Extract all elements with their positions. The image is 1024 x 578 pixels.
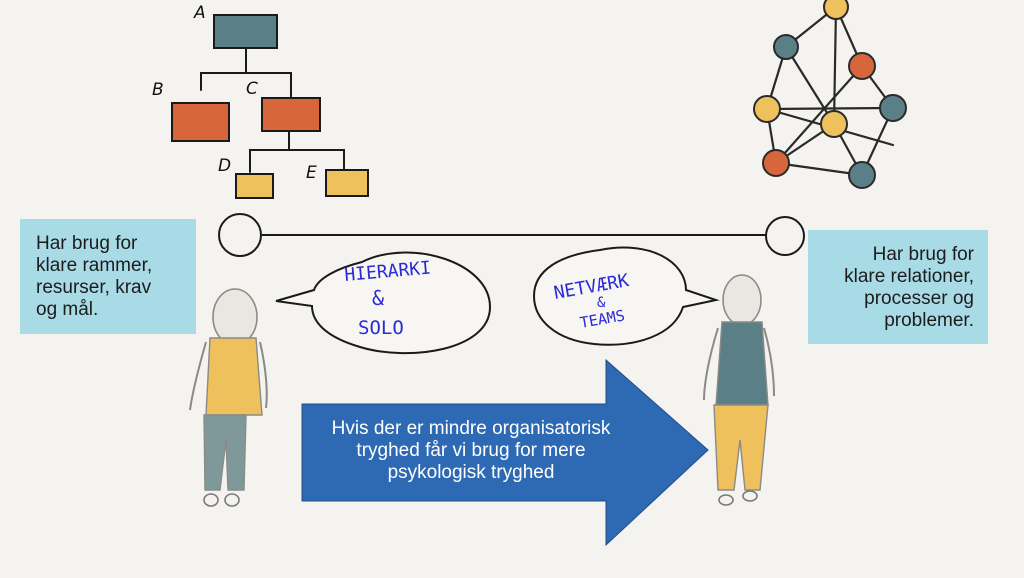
right-box-line: Har brug for <box>872 244 974 265</box>
arrow-text-line: Hvis der er mindre organisatorisk <box>331 418 611 439</box>
net-node <box>820 110 848 138</box>
label-c: C <box>246 79 258 99</box>
node-b <box>171 102 230 142</box>
net-node <box>762 149 790 177</box>
hierarchy-chart <box>200 47 345 173</box>
connector-b-c <box>200 72 292 99</box>
net-node <box>848 52 876 80</box>
net-node <box>823 0 849 20</box>
right-box-line: klare relationer, <box>844 266 974 287</box>
arrow-text-line: tryghed får vi brug for mere <box>356 440 586 461</box>
node-d <box>235 173 274 199</box>
right-info-box: Har brug for klare relationer, processer… <box>808 230 988 344</box>
label-a: A <box>193 3 206 23</box>
net-node <box>773 34 799 60</box>
net-node <box>753 95 781 123</box>
arrow-text-line: psykologisk tryghed <box>387 462 555 483</box>
spectrum-end-right <box>765 216 805 256</box>
speech-bubble-right <box>532 246 720 346</box>
net-node <box>848 161 876 189</box>
person-left <box>189 288 268 507</box>
direction-arrow <box>301 358 709 547</box>
left-box-line: og mål. <box>36 299 99 320</box>
bubble-left-line2: & <box>372 286 384 310</box>
left-info-box: Har brug for klare rammer, resurser, kra… <box>20 219 196 334</box>
label-d: D <box>218 156 231 176</box>
bubble-left-line3: SOLO <box>358 317 404 339</box>
right-box-line: processer og <box>864 288 974 309</box>
left-box-line: Har brug for <box>36 233 138 254</box>
left-box-line: resurser, krav <box>36 277 152 298</box>
network-nodes <box>753 0 907 189</box>
node-c <box>261 97 321 132</box>
left-box-line: klare rammer, <box>36 255 153 276</box>
right-box-line: problemer. <box>884 310 974 331</box>
node-a <box>213 14 278 49</box>
spectrum-end-left <box>218 213 262 257</box>
node-e <box>325 169 369 197</box>
speech-bubble-left <box>275 251 492 355</box>
connector-d-e <box>249 149 345 173</box>
person-right <box>703 274 775 506</box>
net-node <box>879 94 907 122</box>
label-b: B <box>152 80 164 100</box>
bubble-right-line2: & <box>597 295 606 311</box>
label-e: E <box>306 163 317 183</box>
network-graph <box>765 5 895 177</box>
arrow-text: Hvis der er mindre organisatorisk tryghe… <box>306 418 636 484</box>
